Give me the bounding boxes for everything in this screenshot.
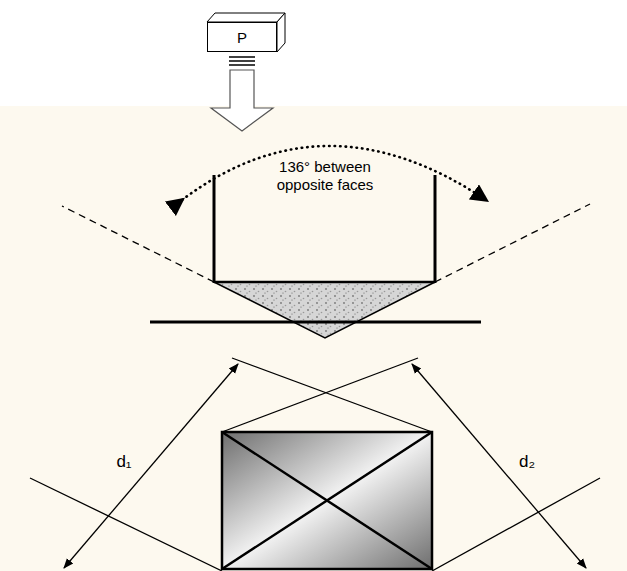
face-extension [62,206,214,282]
load-label: P [237,29,247,46]
load-stripes [229,57,255,65]
angle-arc [182,146,486,200]
background-panel [0,106,627,571]
diamond-indenter [214,282,435,338]
specimen-surface [150,321,481,324]
diagonal-label: d₂ [516,451,538,473]
face-extension [435,204,590,282]
box-top-face [207,13,285,22]
indentation-impression [222,432,432,569]
dimension-line [64,364,238,568]
box-side-face [277,13,285,52]
construction-lines [30,358,600,571]
load-box: P [207,22,277,52]
impression-diagonal [222,432,432,569]
indenter-top [214,281,435,284]
angle-label: 136° between opposite faces [260,158,390,194]
dimension-line [412,364,586,568]
diagonal-label: d₁ [113,451,134,473]
indenter-shank [434,175,437,283]
impression-diagonal [222,432,432,569]
load-arrow [211,70,273,131]
indenter-shank [213,175,216,283]
